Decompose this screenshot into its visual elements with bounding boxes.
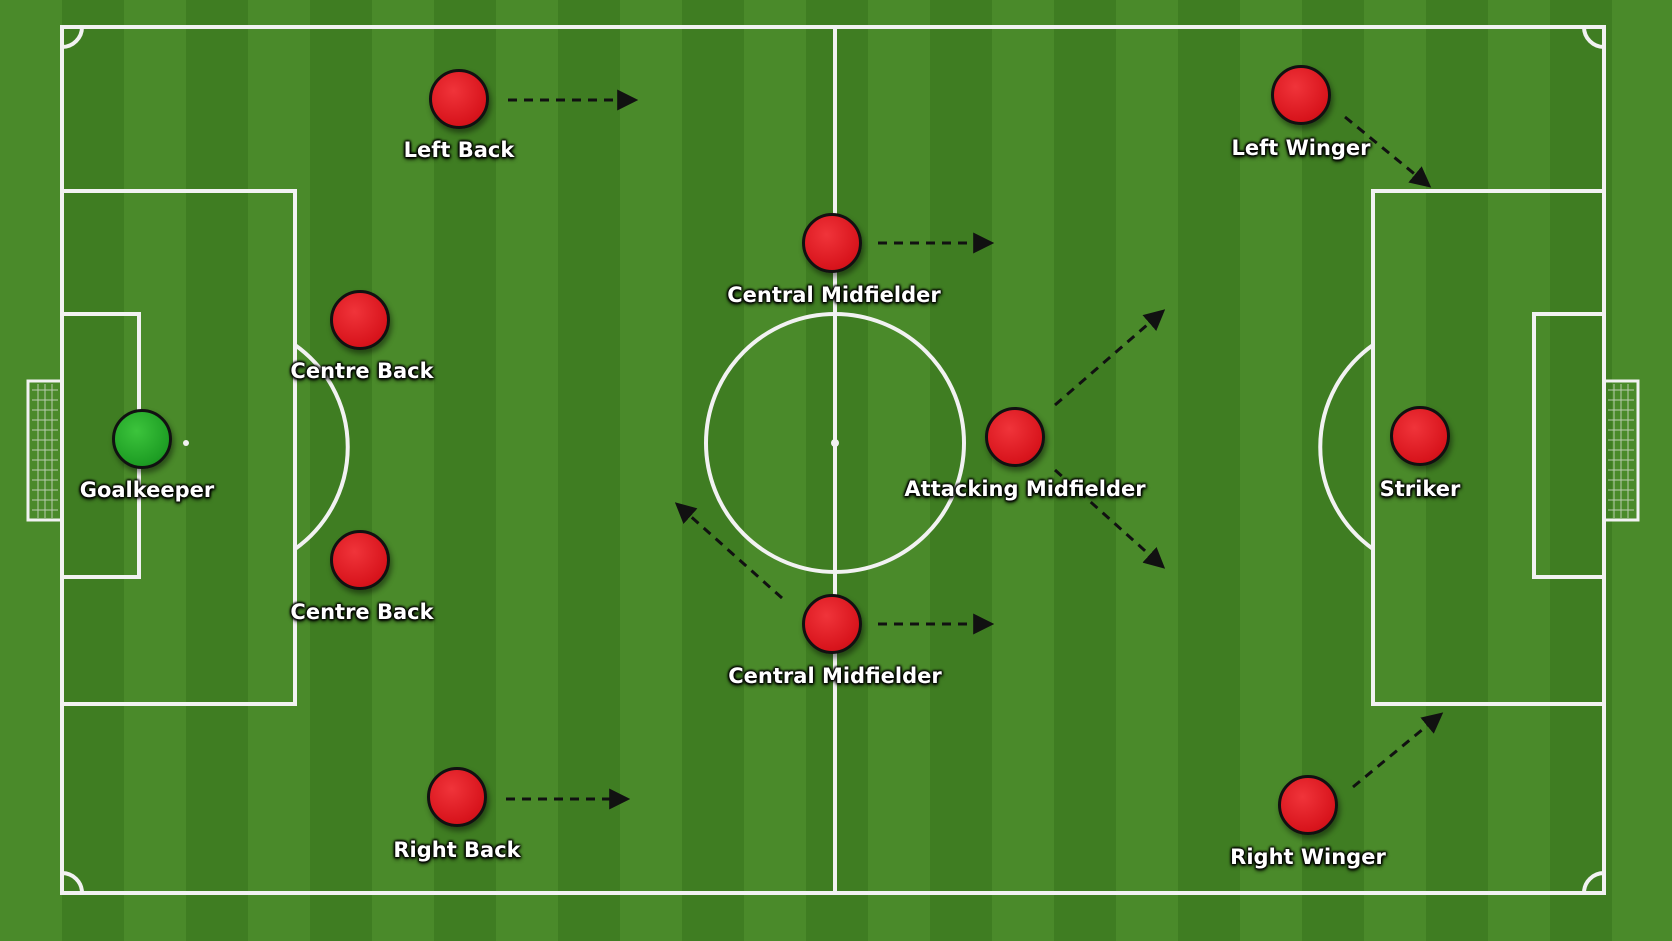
label-central-mid-top: Central Midfielder bbox=[727, 283, 941, 307]
centre-circle bbox=[704, 312, 966, 574]
player-central-mid-top[interactable] bbox=[802, 213, 862, 273]
arrow-attacking-mid-down bbox=[1053, 468, 1166, 569]
label-attacking-mid: Attacking Midfielder bbox=[904, 477, 1146, 501]
penalty-arc-right bbox=[1318, 343, 1375, 551]
penalty-spot-left bbox=[183, 440, 189, 446]
label-left-back: Left Back bbox=[403, 138, 515, 162]
player-attacking-mid[interactable] bbox=[985, 407, 1045, 467]
corner-arc-top-right bbox=[1582, 26, 1605, 49]
label-striker: Striker bbox=[1379, 477, 1461, 501]
label-centre-back-top: Centre Back bbox=[290, 359, 434, 383]
penalty-arc-left bbox=[293, 343, 350, 551]
player-left-winger[interactable] bbox=[1271, 65, 1331, 125]
player-central-mid-bottom[interactable] bbox=[802, 594, 862, 654]
label-central-mid-bottom: Central Midfielder bbox=[728, 664, 942, 688]
centre-spot bbox=[831, 439, 839, 447]
player-centre-back-top[interactable] bbox=[330, 290, 390, 350]
label-left-winger: Left Winger bbox=[1231, 136, 1371, 160]
goal-net-left bbox=[26, 379, 64, 522]
corner-arc-top-left bbox=[61, 26, 84, 49]
label-right-winger: Right Winger bbox=[1230, 845, 1386, 869]
corner-arc-bottom-right bbox=[1582, 871, 1605, 894]
arrow-right-winger-cut-in bbox=[1352, 712, 1444, 789]
player-goalkeeper[interactable] bbox=[112, 409, 172, 469]
label-centre-back-bottom: Centre Back bbox=[290, 600, 434, 624]
goal-net-right bbox=[1602, 379, 1640, 522]
label-goalkeeper: Goalkeeper bbox=[79, 478, 215, 502]
arrow-left-winger-cut-in bbox=[1344, 115, 1432, 188]
goal-mesh bbox=[32, 384, 1634, 518]
arrow-attacking-mid-up bbox=[1054, 309, 1166, 407]
goal-area-right bbox=[1532, 312, 1606, 579]
penalty-area-left bbox=[60, 189, 297, 706]
label-right-back: Right Back bbox=[393, 838, 521, 862]
player-right-winger[interactable] bbox=[1278, 775, 1338, 835]
player-right-back[interactable] bbox=[427, 767, 487, 827]
player-striker[interactable] bbox=[1390, 406, 1450, 466]
arrow-central-mid-bottom-back bbox=[674, 502, 783, 600]
corner-arc-bottom-left bbox=[61, 871, 84, 894]
player-left-back[interactable] bbox=[429, 69, 489, 129]
player-centre-back-bottom[interactable] bbox=[330, 530, 390, 590]
